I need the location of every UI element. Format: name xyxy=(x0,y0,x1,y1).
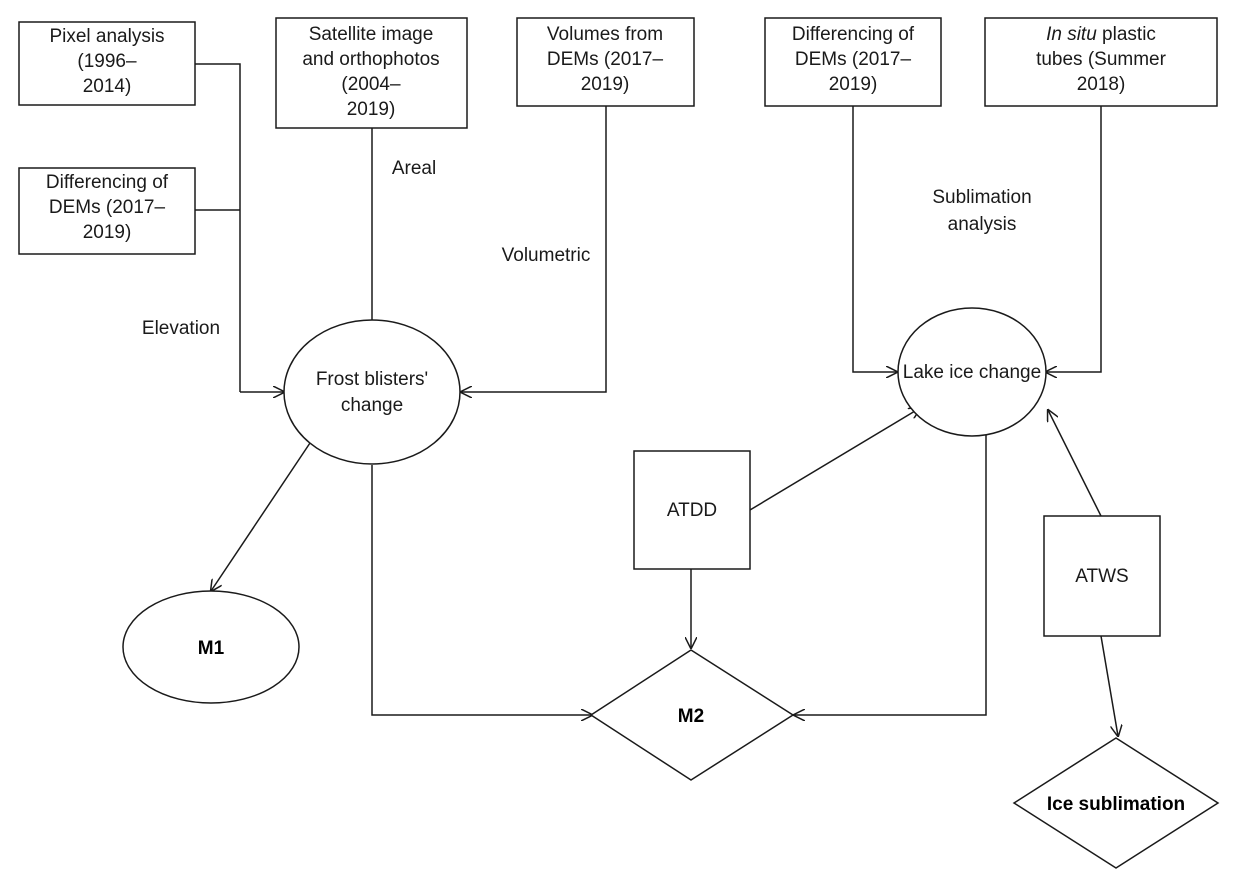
box-differencing-left: Differencing of DEMs (2017– 2019) xyxy=(18,167,196,255)
box-volumes-line-2: DEMs (2017– xyxy=(547,49,664,70)
node-frost-blisters-line-1: Frost blisters' xyxy=(316,369,428,390)
box-differencing-right-line-3: 2019) xyxy=(829,74,878,95)
box-pixel-analysis-line-2: (1996– xyxy=(77,51,137,72)
box-pixel-analysis-line-3: 2014) xyxy=(83,76,132,97)
box-differencing-right-line-1: Differencing of xyxy=(792,24,915,45)
arrow-frost-to-m1 xyxy=(211,439,313,591)
box-satellite: Satellite image and orthophotos (2004– 2… xyxy=(275,17,468,129)
box-atdd-label: ATDD xyxy=(667,500,717,521)
box-differencing-left-line-2: DEMs (2017– xyxy=(49,197,166,218)
box-in-situ-line-3: 2018) xyxy=(1077,74,1126,95)
box-differencing-left-line-3: 2019) xyxy=(83,222,132,243)
node-m2-label: M2 xyxy=(678,706,704,727)
node-frost-blisters-line-2: change xyxy=(341,395,403,416)
box-atws: ATWS xyxy=(1043,515,1161,637)
arrow-atws-to-lake xyxy=(1048,410,1102,517)
arrow-insitu-to-lake xyxy=(1046,106,1102,372)
node-lake-ice: Lake ice change xyxy=(897,307,1047,437)
connectors xyxy=(195,63,1118,736)
box-atdd: ATDD xyxy=(633,450,751,570)
box-in-situ-italic: In situ xyxy=(1046,24,1097,45)
node-ice-sublimation-label: Ice sublimation xyxy=(1047,794,1185,815)
box-in-situ-line-1-rest: plastic xyxy=(1097,24,1156,45)
node-ice-sublimation: Ice sublimation xyxy=(1012,737,1220,869)
box-in-situ-line-2: tubes (Summer xyxy=(1036,49,1167,70)
node-m1-label: M1 xyxy=(198,638,225,659)
box-satellite-line-2: and orthophotos xyxy=(302,49,439,70)
arrow-frost-to-m2 xyxy=(371,465,592,715)
box-satellite-line-4: 2019) xyxy=(347,99,396,120)
box-differencing-right: Differencing of DEMs (2017– 2019) xyxy=(764,17,942,107)
edge-label-sublimation-line-1: Sublimation xyxy=(932,187,1031,208)
box-in-situ: In situ plastic tubes (Summer 2018) xyxy=(984,17,1218,107)
arrow-atws-to-ice-sublimation xyxy=(1100,635,1118,736)
box-volumes: Volumes from DEMs (2017– 2019) xyxy=(516,17,695,107)
edge-label-sublimation-line-2: analysis xyxy=(948,214,1017,235)
node-m2: M2 xyxy=(589,649,795,781)
node-lake-ice-label: Lake ice change xyxy=(903,362,1041,383)
box-pixel-analysis: Pixel analysis (1996– 2014) xyxy=(18,21,196,106)
arrow-volumes-to-frost xyxy=(461,106,607,392)
arrow-lake-to-m2 xyxy=(794,430,987,715)
node-m1: M1 xyxy=(122,590,300,704)
edge-label-areal: Areal xyxy=(392,158,436,179)
box-pixel-analysis-line-1: Pixel analysis xyxy=(49,26,164,47)
connector-pixel-analysis xyxy=(195,63,241,392)
edge-label-elevation: Elevation xyxy=(142,318,220,339)
arrow-differencing-to-lake xyxy=(852,106,897,372)
box-satellite-line-1: Satellite image xyxy=(309,24,434,45)
box-in-situ-line-1: In situ plastic xyxy=(1046,24,1156,45)
box-atws-label: ATWS xyxy=(1075,566,1128,587)
arrow-atdd-to-lake xyxy=(749,408,920,511)
box-differencing-right-line-2: DEMs (2017– xyxy=(795,49,912,70)
node-frost-blisters: Frost blisters' change xyxy=(283,319,461,465)
box-differencing-left-line-1: Differencing of xyxy=(46,172,169,193)
edge-label-volumetric: Volumetric xyxy=(502,245,591,266)
box-volumes-line-1: Volumes from xyxy=(547,24,663,45)
box-volumes-line-3: 2019) xyxy=(581,74,630,95)
box-satellite-line-3: (2004– xyxy=(341,74,401,95)
